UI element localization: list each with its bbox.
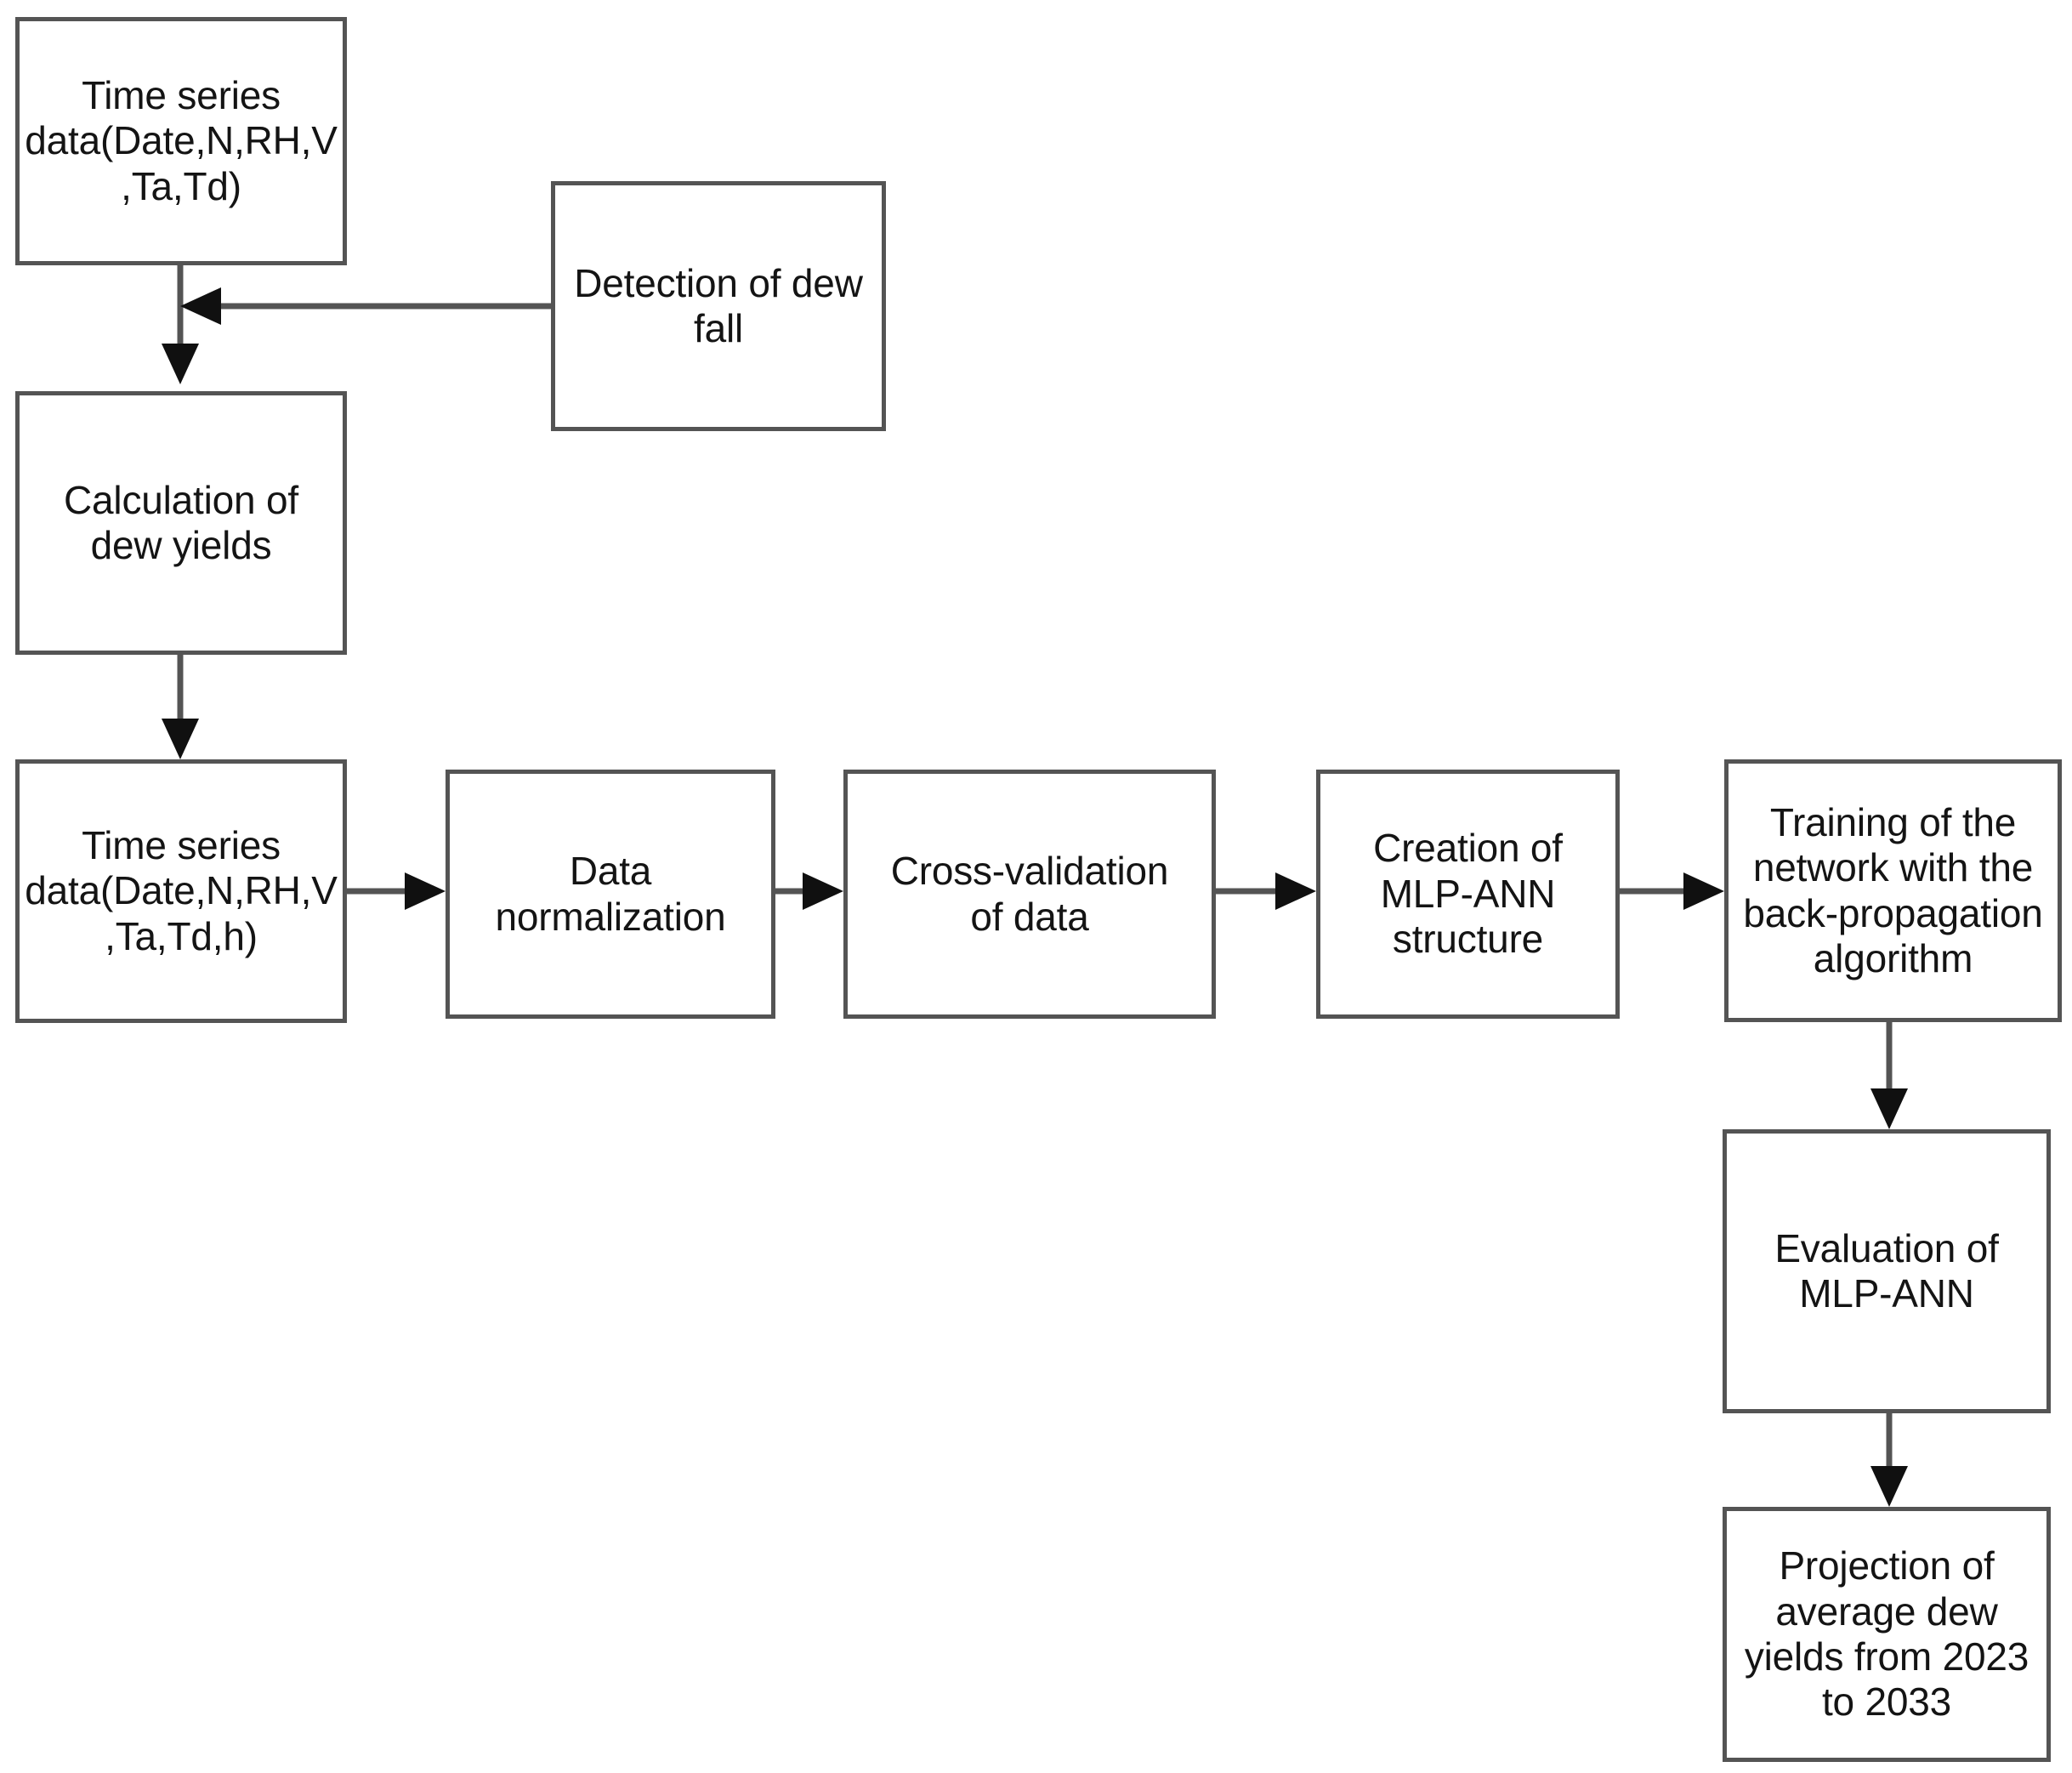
node-cross-validation-of-data[interactable]: Cross-validation of data (843, 770, 1216, 1019)
node-time-series-with-h-label: Time series data(Date,N,RH,V ,Ta,Td,h) (25, 822, 338, 958)
node-creation-of-mlp-ann-structure-label: Creation of MLP-ANN structure (1373, 826, 1563, 962)
edge-crossval-to-creation (1216, 872, 1316, 910)
node-creation-of-mlp-ann-structure[interactable]: Creation of MLP-ANN structure (1316, 770, 1620, 1019)
edge-normalization-to-crossval (775, 872, 843, 910)
edge-calculation-to-series (162, 655, 199, 759)
node-calculation-of-dew-yields[interactable]: Calculation of dew yields (15, 391, 347, 655)
node-training-of-the-network-label: Training of the network with the back-pr… (1743, 799, 2043, 980)
node-data-normalization-label: Data normalization (495, 849, 726, 939)
edge-evaluation-to-projection (1870, 1413, 1908, 1507)
edge-creation-to-training (1620, 872, 1724, 910)
edge-input-to-calculation (162, 265, 199, 384)
node-detection-of-dew-fall[interactable]: Detection of dew fall (551, 181, 886, 431)
node-calculation-of-dew-yields-label: Calculation of dew yields (64, 477, 298, 567)
edge-detection-to-junction (180, 287, 551, 325)
node-data-normalization[interactable]: Data normalization (446, 770, 775, 1019)
node-projection-of-average-dew-yields-label: Projection of average dew yields from 20… (1744, 1543, 2029, 1725)
edge-series-to-normalization (347, 872, 446, 910)
node-projection-of-average-dew-yields[interactable]: Projection of average dew yields from 20… (1723, 1507, 2051, 1762)
node-cross-validation-of-data-label: Cross-validation of data (890, 849, 1169, 939)
node-time-series-input[interactable]: Time series data(Date,N,RH,V ,Ta,Td) (15, 17, 347, 265)
node-time-series-with-h[interactable]: Time series data(Date,N,RH,V ,Ta,Td,h) (15, 759, 347, 1023)
node-evaluation-of-mlp-ann[interactable]: Evaluation of MLP-ANN (1723, 1129, 2051, 1413)
node-detection-of-dew-fall-label: Detection of dew fall (574, 260, 863, 350)
node-time-series-input-label: Time series data(Date,N,RH,V ,Ta,Td) (25, 72, 338, 208)
node-evaluation-of-mlp-ann-label: Evaluation of MLP-ANN (1774, 1225, 1999, 1316)
node-training-of-the-network[interactable]: Training of the network with the back-pr… (1724, 759, 2062, 1022)
edge-training-to-evaluation (1870, 1022, 1908, 1129)
